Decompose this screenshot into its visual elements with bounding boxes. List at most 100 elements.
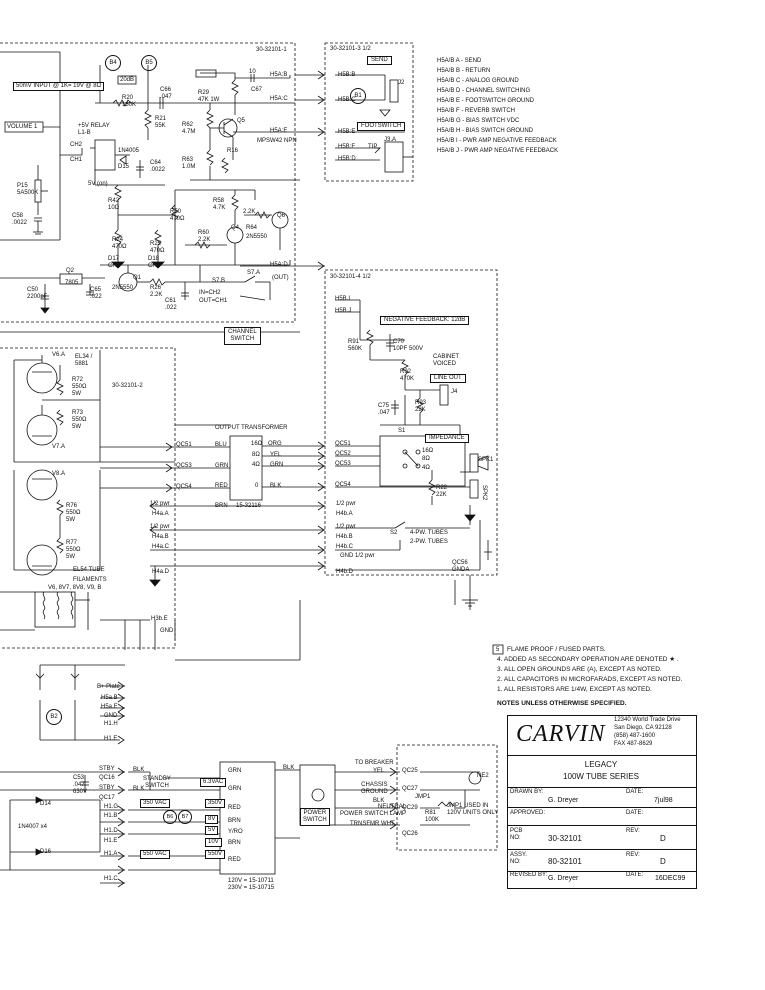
qc27-label: QC27 — [402, 786, 418, 792]
bubble-b7: B7 — [178, 810, 192, 824]
r21-label: R21 55K — [155, 116, 167, 129]
half-pwr-a: 1/2 pwr — [150, 501, 170, 507]
revised-by: G. Dreyer — [548, 875, 579, 882]
imp-4: 4Ω — [422, 465, 430, 471]
j2-label: J2 — [398, 80, 405, 86]
ot-blu: BLU — [215, 442, 227, 448]
qc56-label: QC56 GNDA — [452, 560, 470, 573]
half-pwr-d: 1/2 pwr — [336, 524, 356, 530]
h5bd-label: H5B:D — [338, 156, 356, 162]
ch2-label: CH2 — [70, 142, 83, 148]
c65-label: C65 .022 — [90, 287, 102, 300]
volume-label: VOLUME 1 — [7, 124, 38, 130]
c53-label: C53 .047 630V — [73, 775, 88, 795]
input-note: 50mV INPUT @ 1K= 19V @ 8Ω — [13, 82, 105, 91]
qc51-right: QC51 — [335, 441, 351, 447]
imp-16: 16Ω — [422, 448, 434, 454]
r64-label: R64 — [246, 225, 258, 231]
h4ac-label: H4a.C — [152, 544, 170, 550]
v550-label: 550 VAC — [140, 850, 170, 859]
h1h-label: H1.H — [104, 721, 118, 727]
approved-label: APPROVED: — [510, 810, 546, 816]
ot-brn: BRN — [215, 503, 228, 509]
standby-switch-label: STANDBY SWITCH — [143, 776, 171, 789]
drawn-date-label: DATE: — [626, 789, 644, 795]
r62-label: R62 4.7M — [182, 122, 196, 135]
r93-label: R93 22K — [415, 400, 427, 413]
revised-label: REVISED BY: — [510, 872, 548, 878]
legend-item: H5A/B H - BIAS SWITCH GROUND — [437, 128, 534, 134]
drawn-by-value: G. Dreyer — [548, 797, 579, 804]
revised-date-label: DATE: — [626, 872, 644, 878]
bplate-label: B+ Plate — [97, 684, 120, 690]
yel2-label: YEL — [373, 768, 385, 774]
ot-0: 0 — [255, 483, 259, 489]
h4bc-label: H4b.C — [336, 544, 354, 550]
h5ae-label: H5A:E — [270, 128, 288, 134]
sheet-label-1: 30-32101-1 — [256, 47, 287, 53]
h1a-label: H1.A — [104, 851, 118, 857]
q6-label: Q6 — [277, 213, 286, 219]
note-1: 1. ALL RESISTORS ARE 1/4W, EXCEPT AS NOT… — [497, 686, 652, 693]
bubble-b4: B4 — [105, 55, 121, 71]
drawn-date-value: 7jul98 — [654, 797, 673, 804]
spk2-label: SPK2 — [481, 485, 487, 501]
h5be-label: H5B:E — [338, 129, 356, 135]
pcb-label: PCB NO: — [510, 828, 523, 841]
relay-label: +5V RELAY L1-B — [78, 123, 110, 136]
assy-cell — [507, 849, 697, 873]
tubes-header: V6, 8V7, 8V8, V9, B — [48, 585, 102, 591]
ot-org: ORG — [268, 441, 282, 447]
h5ac-label: H5A:C — [270, 96, 288, 102]
board-outline-4 — [324, 269, 498, 576]
blk4-label: BLK — [373, 798, 385, 804]
r77-label: R77 550Ω 5W — [66, 540, 81, 560]
legend-item: H5A/B J - PWR AMP NEGATIVE FEEDBACK — [437, 148, 559, 154]
mpsw-label: MPSW42 NPN — [257, 138, 297, 144]
r29-label: R29 47K 1W — [198, 90, 220, 103]
notes-footer: NOTES UNLESS OTHERWISE SPECIFIED. — [497, 700, 627, 707]
negative-feedback-label: NEGATIVE FEEDBACK: 12dB — [380, 316, 470, 325]
ot-yel: YEL — [270, 452, 282, 458]
assy-number: 80-32101 — [548, 857, 582, 866]
d14-label: D14 — [40, 801, 52, 807]
chassis-ground-label: CHASSIS GROUND — [361, 782, 388, 795]
h4bb-label: H4b.B — [336, 534, 353, 540]
h1c-label: H1.C — [104, 876, 118, 882]
2k2-label: 2.2K — [243, 209, 256, 215]
address-line: FAX 487-8629 — [614, 741, 653, 747]
q2-label: Q2 — [66, 268, 75, 274]
r73-label: R73 550Ω 5W — [72, 410, 87, 430]
r26-label: R26 2.2K — [150, 285, 163, 298]
pcb-rev-label: REV: — [626, 828, 640, 834]
note-2: 2. ALL CAPACITORS IN MICROFARADS, EXCEPT… — [497, 676, 683, 683]
footswitch-connector-label: FOOTSWITCH — [357, 122, 406, 131]
in4007-label: 1N4007 x4 — [18, 824, 48, 830]
legend-item: H5A/B I - PWR AMP NEGATIVE FEEDBACK — [437, 138, 557, 144]
h3be-label: H3b.E — [151, 616, 168, 622]
d17-label: D17 CH1 — [108, 256, 121, 269]
r20-label: R20 180K — [122, 95, 137, 108]
approved-date-label: DATE: — [626, 810, 644, 816]
h4ba-label: H4b.A — [336, 511, 353, 517]
pt-5v: 5V — [205, 826, 219, 835]
c75-label: C75 .047 — [378, 403, 390, 416]
note-5: FLAME PROOF / FUSED PARTS. — [507, 646, 606, 653]
pcb-cell — [507, 825, 697, 851]
pt-10v: 10V — [205, 838, 222, 847]
board-outline-3 — [324, 42, 414, 182]
tip-label: TIP — [368, 144, 378, 150]
h4ad-label: H4a.D — [152, 569, 170, 575]
product-series: 100W TUBE SERIES — [563, 772, 639, 781]
legend-item: H5A/B E - FOOTSWITCH GROUND — [437, 98, 535, 104]
title-block-product-cell — [507, 755, 697, 789]
drawn-by-label: DRAWN BY: — [510, 789, 544, 795]
qc26-label: QC26 — [402, 831, 418, 837]
r22-label: R22 22K — [436, 485, 448, 498]
legend-item: H5A/B G - BIAS SWITCH VDC — [437, 118, 520, 124]
r76-label: R76 550Ω 5W — [66, 503, 81, 523]
assy-label: ASSY. NO: — [510, 852, 527, 865]
filaments-label: FILAMENTS — [73, 577, 107, 583]
power-switch-line-2: SWITCH — [303, 817, 327, 823]
pt-part: 120V = 15-10711 230V = 15-10715 — [228, 878, 275, 891]
